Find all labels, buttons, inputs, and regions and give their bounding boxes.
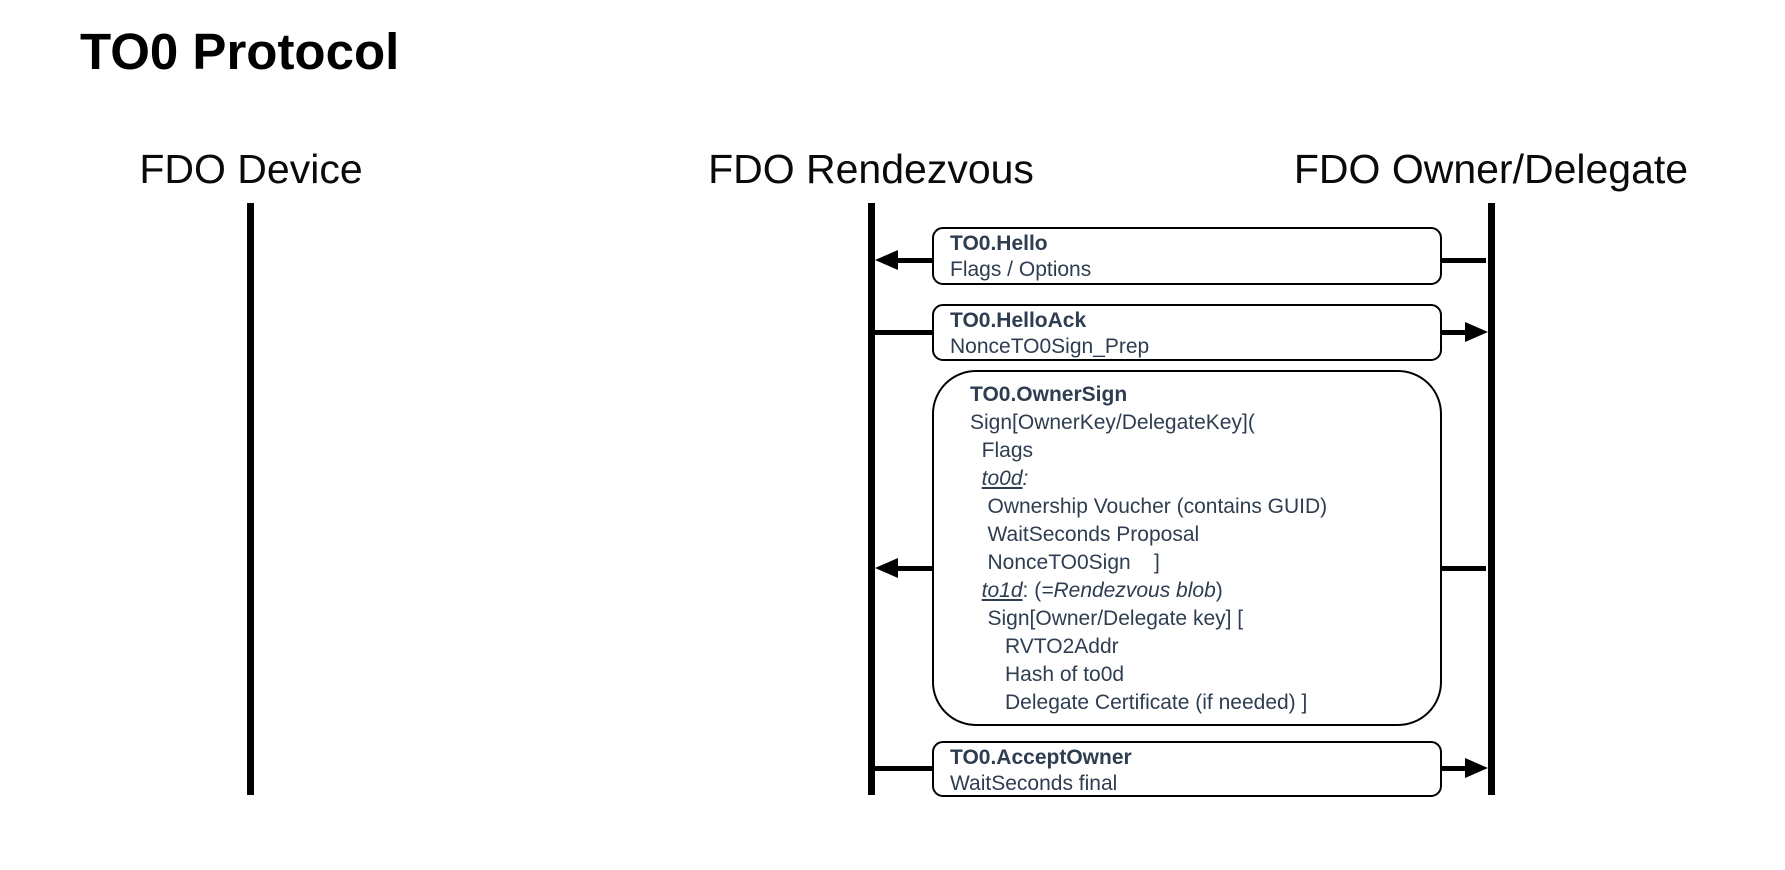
message-line-sign-open: Sign[OwnerKey/DelegateKey]( [970,411,1255,434]
message-line-waitseconds: WaitSeconds Proposal [970,523,1200,546]
to0d-colon: : [1022,467,1029,490]
to1d-mid: : ( [1022,579,1042,602]
arrowhead-left-icon [875,250,898,270]
lifeline-fdo-device [247,203,254,795]
message-line-sign-inner: Sign[Owner/Delegate key] [ [970,607,1244,630]
arrowhead-right-icon [1465,322,1488,342]
indent [970,579,982,602]
diagram-title: TO0 Protocol [80,23,400,80]
message-box-to0-hello: TO0.Hello Flags / Options [932,227,1442,285]
actor-label-fdo-owner-delegate: FDO Owner/Delegate [1293,146,1689,192]
indent [970,467,982,490]
to1d-label: to1d [981,579,1023,602]
message-box-to0-ownersign: TO0.OwnerSign Sign[OwnerKey/DelegateKey]… [932,370,1442,726]
message-line-delegate-cert: Delegate Certificate (if needed) ] [970,691,1308,714]
arrowhead-right-icon [1465,758,1488,778]
message-line-rvto2addr: RVTO2Addr [970,635,1119,658]
message-box-to0-helloack: TO0.HelloAck NonceTO0Sign_Prep [932,304,1442,361]
message-line-hash: Hash of to0d [970,663,1125,686]
lifeline-fdo-rendezvous [868,203,875,795]
actor-label-fdo-device: FDO Device [139,146,363,192]
to1d-blob: =Rendezvous blob [1041,579,1216,602]
message-line-to1d: to1d: (=Rendezvous blob) [970,577,1432,605]
message-body: WaitSeconds final [950,772,1118,795]
message-title: TO0.Hello [950,232,1048,255]
message-title: TO0.HelloAck [950,309,1087,332]
arrowhead-left-icon [875,558,898,578]
message-line-voucher: Ownership Voucher (contains GUID) [970,495,1328,518]
message-line-flags: Flags [970,439,1034,462]
message-title: TO0.OwnerSign [970,383,1128,406]
to1d-close: ) [1215,579,1223,602]
to0d-label: to0d [981,467,1023,490]
actor-label-fdo-rendezvous: FDO Rendezvous [708,146,1034,192]
lifeline-fdo-owner-delegate [1488,203,1495,795]
message-body: NonceTO0Sign_Prep [950,335,1150,358]
message-title: TO0.AcceptOwner [950,746,1132,769]
message-line-nonce: NonceTO0Sign ] [970,551,1160,574]
message-box-to0-acceptowner: TO0.AcceptOwner WaitSeconds final [932,741,1442,797]
message-body: Flags / Options [950,258,1092,281]
message-line-to0d: to0d: [970,465,1432,493]
